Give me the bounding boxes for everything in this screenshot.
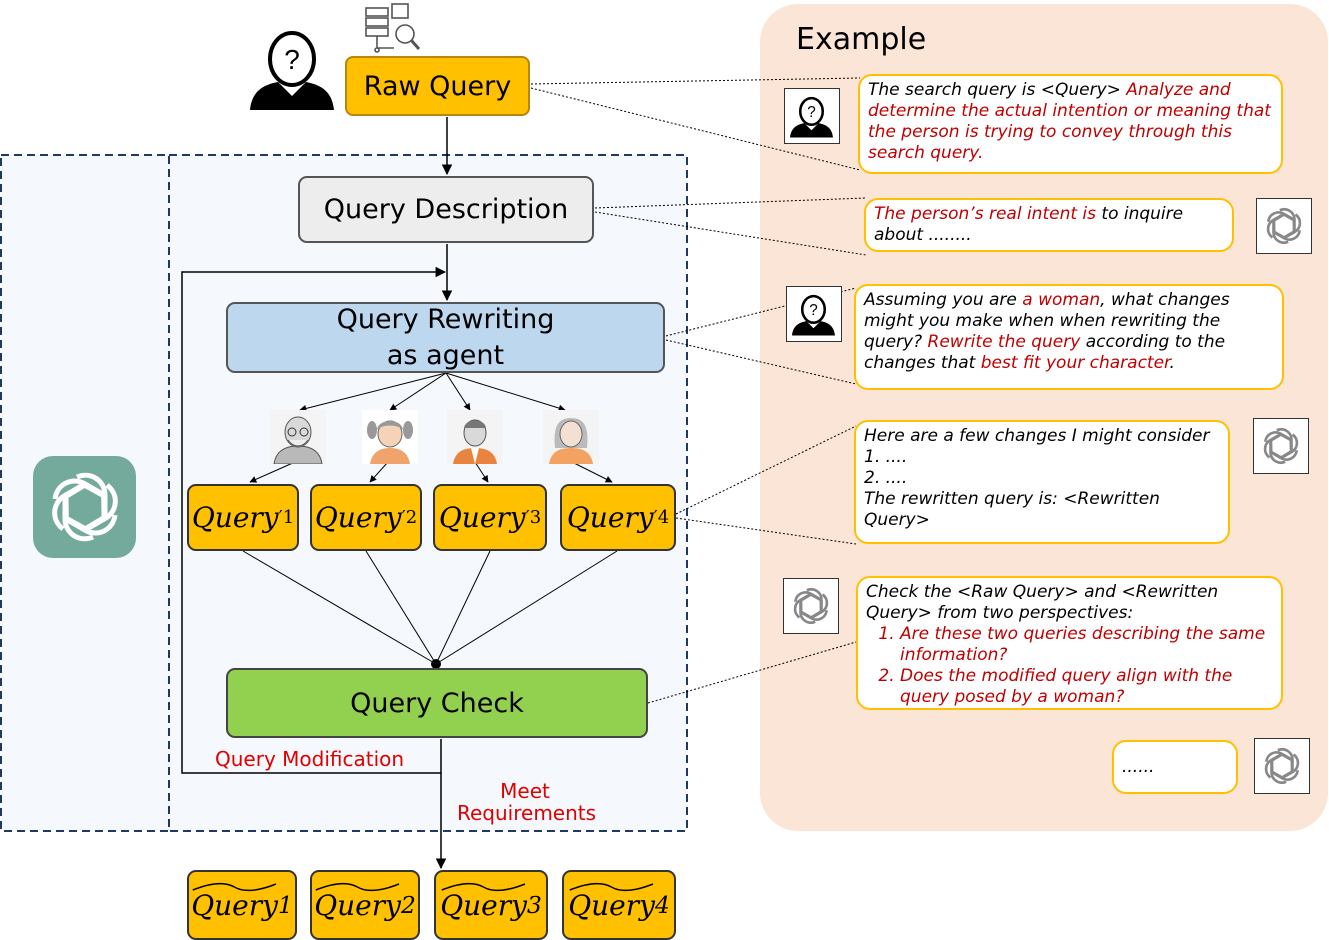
query-rewriting-line2: as agent — [386, 339, 505, 371]
woman-icon — [543, 410, 599, 464]
b3-t1: Assuming you are — [864, 290, 1023, 310]
rewritten-query-3-prime: ′ — [525, 507, 530, 528]
user-avatar-icon: ? — [786, 286, 842, 342]
meet-line1: Meet — [500, 779, 550, 803]
b3-t3: , what changes might you make when when … — [864, 290, 1230, 352]
query-description-box: Query Description — [298, 176, 594, 243]
b3-t7: . — [1169, 353, 1175, 373]
rewritten-query-2-prime: ′ — [401, 507, 406, 528]
example-title: Example — [796, 22, 927, 57]
chatgpt-logo-icon — [33, 456, 136, 558]
query-rewriting-line1: Query Rewriting — [336, 303, 555, 335]
rewritten-query-2-sub: 2 — [405, 507, 418, 528]
rewritten-query-1-sub: 1 — [282, 507, 295, 528]
rewritten-query-4-sub: 4 — [657, 507, 670, 528]
b3-t4: Rewrite the query — [927, 332, 1081, 352]
rewritten-query-4: Query′4 — [560, 484, 676, 551]
gpt-avatar-icon — [1253, 418, 1309, 474]
rewritten-query-1-prime: ′ — [278, 507, 283, 528]
b1-text2: Analyze and determine the actual intenti… — [868, 80, 1271, 163]
b2-text1: The person’s real intent is — [874, 204, 1096, 224]
svg-text:?: ? — [284, 44, 300, 75]
rewritten-query-2-base: Query — [314, 501, 402, 534]
rewritten-query-3-sub: 3 — [529, 507, 542, 528]
meet-line2: Requirements — [457, 801, 597, 825]
rewritten-query-3-base: Query — [438, 501, 526, 534]
query-check-box: Query Check — [226, 668, 648, 738]
database-search-icon — [365, 3, 421, 53]
rewritten-query-2: Query′2 — [310, 484, 422, 551]
query-rewriting-box: Query Rewriting as agent — [226, 302, 665, 373]
b5-item-1: Are these two queries describing the sam… — [900, 624, 1273, 666]
b3-t5: according to the changes that — [864, 332, 1226, 373]
b5-item-2: Does the modified query align with the q… — [900, 666, 1273, 708]
raw-query-box: Raw Query — [345, 56, 530, 116]
bubble-gpt-check: Check the <Raw Query> and <Rewritten Que… — [856, 576, 1283, 710]
final-query-3-base: Query — [440, 888, 527, 922]
final-query-1-sup: 1 — [277, 891, 293, 919]
b4-line2: 1. .... — [864, 447, 908, 467]
bubble-ellipsis: ...... — [1112, 740, 1238, 794]
b6-text: ...... — [1122, 756, 1155, 777]
meet-requirements-label: Meet Requirements — [457, 779, 597, 825]
rewritten-query-4-prime: ′ — [653, 507, 658, 528]
b4-line1: Here are a few changes I might consider — [864, 426, 1210, 446]
final-query-4-sup: 4 — [654, 891, 670, 919]
gpt-avatar-icon — [1256, 198, 1312, 254]
bubble-gpt-rewrite: Here are a few changes I might consider … — [854, 420, 1230, 544]
final-query-3-sup: 3 — [526, 891, 542, 919]
rewritten-query-1-base: Query — [191, 501, 279, 534]
b4-line4: The rewritten query is: <Rewritten Query… — [864, 489, 1160, 530]
b3-t6: best fit your character — [980, 353, 1170, 373]
final-query-4-base: Query — [568, 888, 655, 922]
elderly-man-icon — [270, 410, 326, 464]
b5-intro: Check the <Raw Query> and <Rewritten Que… — [866, 582, 1219, 623]
user-avatar-icon: ? — [784, 88, 840, 144]
man-suit-icon — [447, 410, 503, 464]
person-question-icon: ? — [250, 31, 334, 110]
b2-text2: to inquire about ........ — [874, 204, 1184, 245]
rewritten-query-4-base: Query — [566, 501, 654, 534]
final-query-1-base: Query — [191, 888, 278, 922]
final-query-2-base: Query — [314, 888, 401, 922]
bubble-gpt-intent: The person’s real intent is to inquire a… — [864, 198, 1234, 252]
bubble-user-persona: Assuming you are a woman, what changes m… — [854, 284, 1284, 390]
girl-icon — [362, 410, 418, 464]
rewritten-query-3: Query′3 — [433, 484, 547, 551]
gpt-avatar-icon — [783, 578, 839, 634]
b4-line3: 2. .... — [864, 468, 908, 488]
query-modification-label: Query Modification — [215, 747, 405, 771]
final-query-2-sup: 2 — [400, 891, 416, 919]
b3-t2: a woman — [1022, 290, 1101, 310]
svg-text:?: ? — [807, 104, 816, 121]
svg-text:?: ? — [809, 302, 818, 319]
rewritten-query-1: Query′1 — [187, 484, 299, 551]
b5-list: Are these two queries describing the sam… — [866, 624, 1273, 708]
gpt-avatar-icon — [1254, 738, 1310, 794]
b1-text1: The search query is <Query> — [868, 80, 1127, 100]
bubble-user-intent: The search query is <Query> Analyze and … — [858, 74, 1283, 174]
